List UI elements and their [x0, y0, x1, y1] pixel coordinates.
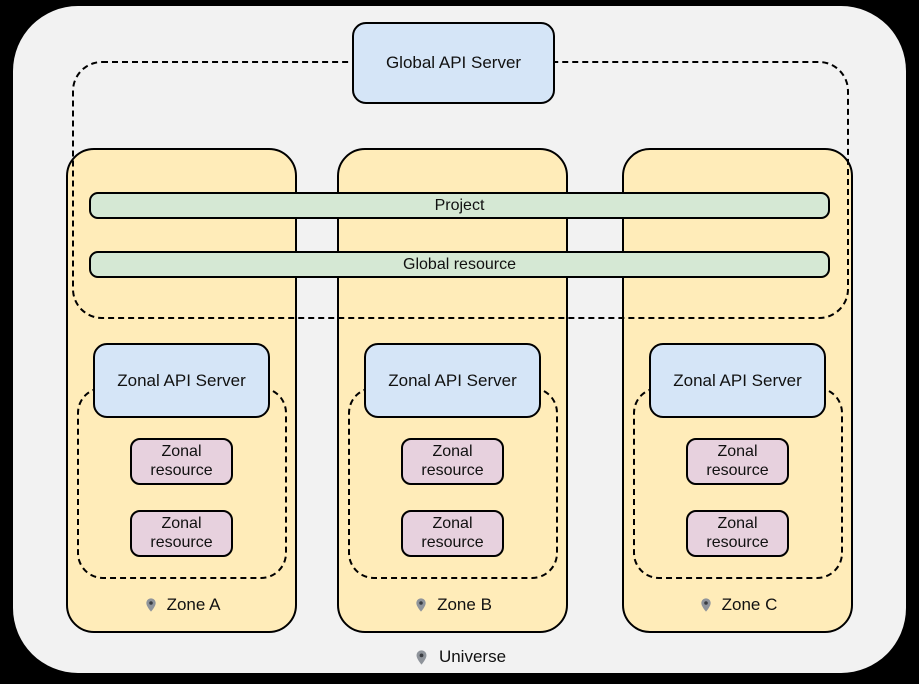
- location-pin-icon: [416, 649, 427, 665]
- universe-label-text: Universe: [438, 647, 507, 666]
- project-bar: Project: [89, 192, 830, 219]
- location-pin-icon: [145, 598, 156, 612]
- universe-label: Universe: [0, 642, 919, 672]
- zone-c-label-text: Zone C: [721, 595, 778, 614]
- zone-c-zonal-resource-box: Zonal resource: [686, 510, 789, 557]
- zone-a-label-text: Zone A: [166, 595, 221, 614]
- zone-b-zonal-resource-box: Zonal resource: [401, 510, 504, 557]
- zone-c-label: Zone C: [624, 590, 851, 620]
- zone-a-zonal-api-server-box: Zonal API Server: [93, 343, 270, 418]
- zone-c-zonal-resource-box: Zonal resource: [686, 438, 789, 485]
- global-resource-bar: Global resource: [89, 251, 830, 278]
- location-pin-icon: [416, 598, 426, 612]
- zone-b-label: Zone B: [339, 590, 566, 620]
- zone-a-label: Zone A: [68, 590, 295, 620]
- zone-c-container: Zonal API Server Zonal resource Zonal re…: [622, 148, 853, 633]
- zone-a-container: Zonal API Server Zonal resource Zonal re…: [66, 148, 297, 633]
- zone-a-zonal-resource-box: Zonal resource: [130, 438, 233, 485]
- zone-a-zonal-resource-box: Zonal resource: [130, 510, 233, 557]
- zone-b-container: Zonal API Server Zonal resource Zonal re…: [337, 148, 568, 633]
- zone-b-zonal-api-server-box: Zonal API Server: [364, 343, 541, 418]
- global-api-server-box: Global API Server: [352, 22, 555, 104]
- zone-b-label-text: Zone B: [437, 595, 492, 614]
- zone-c-zonal-api-server-box: Zonal API Server: [649, 343, 826, 418]
- location-pin-icon: [700, 598, 711, 612]
- zone-b-zonal-resource-box: Zonal resource: [401, 438, 504, 485]
